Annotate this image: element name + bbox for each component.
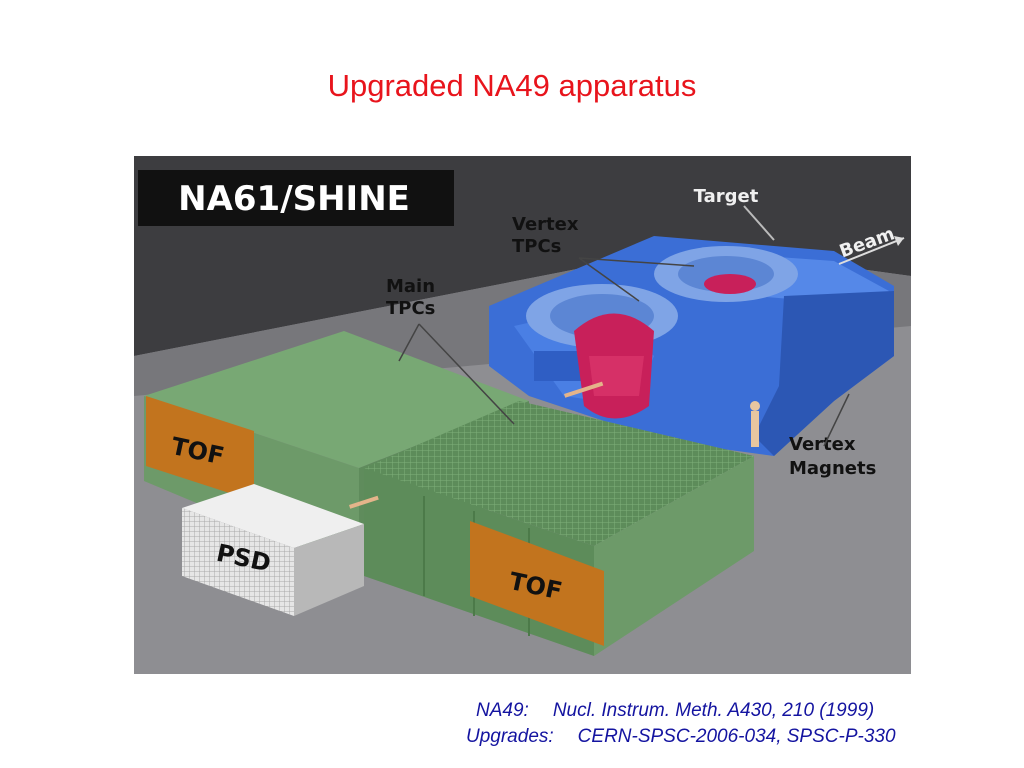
references: NA49: Nucl. Instrum. Meth. A430, 210 (199… <box>466 698 1006 750</box>
main-tpcs-line-2: TPCs <box>386 298 435 319</box>
reference-upgrades: Upgrades: CERN-SPSC-2006-034, SPSC-P-330 <box>466 724 1006 750</box>
vertex-tpcs-annotation: Vertex TPCs <box>512 214 695 302</box>
tof-left: TOF <box>146 396 254 501</box>
reference-value: CERN-SPSC-2006-034, SPSC-P-330 <box>577 726 896 747</box>
svg-text:Vertex TPCs: Vertex TPCs <box>512 214 585 257</box>
banner-text: NA61/SHINE <box>178 179 410 219</box>
detector-illustration: NA61/SHINE <box>134 156 911 674</box>
slide-title: Upgraded NA49 apparatus <box>327 68 697 103</box>
main-tpcs-annotation: Main TPCs <box>386 276 515 425</box>
target-label: Target <box>694 186 759 207</box>
svg-text:Main TPCs: Main TPCs <box>386 276 441 319</box>
target-annotation: Target <box>694 186 775 241</box>
reference-key: NA49: <box>476 700 529 721</box>
detector-figure: NA61/SHINE <box>134 156 911 674</box>
tof-right: TOF <box>470 521 604 646</box>
vertex-magnets <box>489 236 894 456</box>
reference-value: Nucl. Instrum. Meth. A430, 210 (1999) <box>552 700 875 721</box>
vertex-magnets-annotation: Vertex Magnets <box>789 393 876 479</box>
banner: NA61/SHINE <box>138 170 454 226</box>
vertex-tpcs-line-2: TPCs <box>512 236 561 257</box>
vertex-magnets-line-2: Magnets <box>789 458 876 479</box>
vertex-magnets-line-1: Vertex <box>789 434 856 455</box>
reference-key: Upgrades: <box>466 726 554 747</box>
vertex-tpcs-line-1: Vertex <box>512 214 579 235</box>
main-tpcs-line-1: Main <box>386 276 435 297</box>
reference-na49: NA49: Nucl. Instrum. Meth. A430, 210 (199… <box>466 698 1006 724</box>
psd: PSD <box>182 484 379 616</box>
svg-text:Vertex Magnets: Vertex Magnets <box>789 434 876 479</box>
